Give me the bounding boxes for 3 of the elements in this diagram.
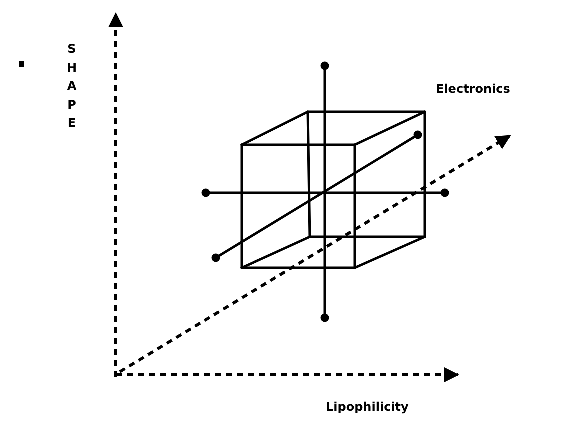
axis-label: Lipophilicity	[326, 400, 409, 414]
axis-label: Electronics	[436, 82, 510, 96]
axis-label: SHAPE	[66, 41, 78, 132]
